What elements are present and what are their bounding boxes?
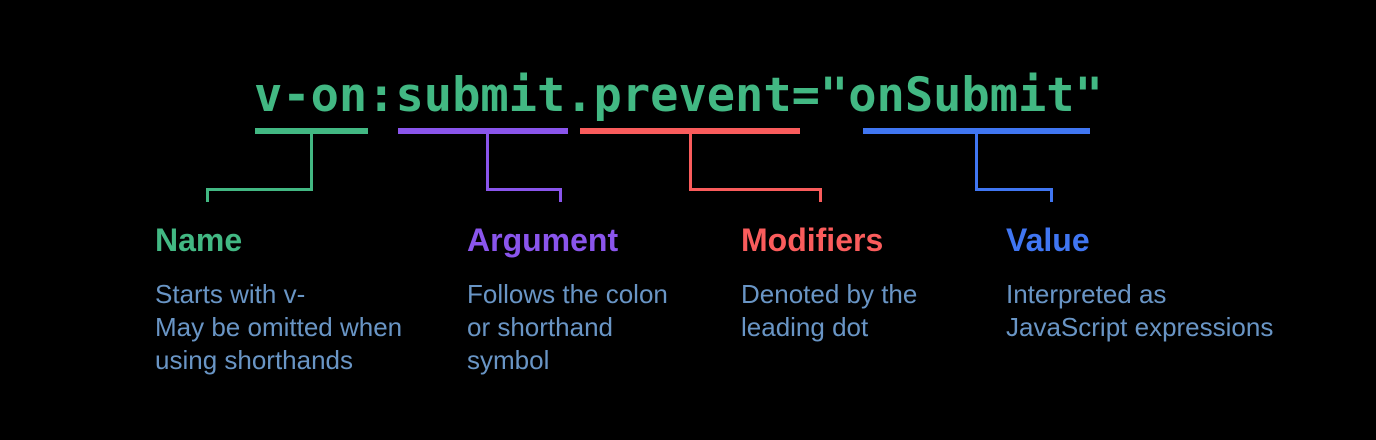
modifiers-label: Modifiers xyxy=(741,222,884,258)
modifiers-description: Denoted by the leading dot xyxy=(741,279,918,342)
value-connector-stem xyxy=(975,134,978,191)
modifiers-connector-stem xyxy=(689,134,692,191)
name-connector-drop xyxy=(206,188,209,202)
name-label: Name xyxy=(155,222,243,258)
argument-label: Argument xyxy=(467,222,619,258)
value-underline xyxy=(863,128,1090,134)
value-connector-elbow xyxy=(975,188,1053,191)
name-connector-stem xyxy=(310,134,313,191)
modifiers-connector-elbow xyxy=(689,188,822,191)
code-snippet: v-on:submit.prevent="onSubmit" xyxy=(254,68,1103,123)
value-connector-drop xyxy=(1050,188,1053,202)
argument-connector-elbow xyxy=(486,188,562,191)
argument-connector-drop xyxy=(559,188,562,202)
modifiers-underline xyxy=(580,128,800,134)
name-description: Starts with v- May be omitted when using… xyxy=(155,279,403,375)
name-connector-elbow xyxy=(206,188,313,191)
argument-underline xyxy=(398,128,568,134)
value-description: Interpreted as JavaScript expressions xyxy=(1006,279,1274,342)
name-underline xyxy=(255,128,368,134)
value-label: Value xyxy=(1006,222,1090,258)
modifiers-connector-drop xyxy=(819,188,822,202)
argument-description: Follows the colon or shorthand symbol xyxy=(467,279,668,375)
argument-connector-stem xyxy=(486,134,489,191)
